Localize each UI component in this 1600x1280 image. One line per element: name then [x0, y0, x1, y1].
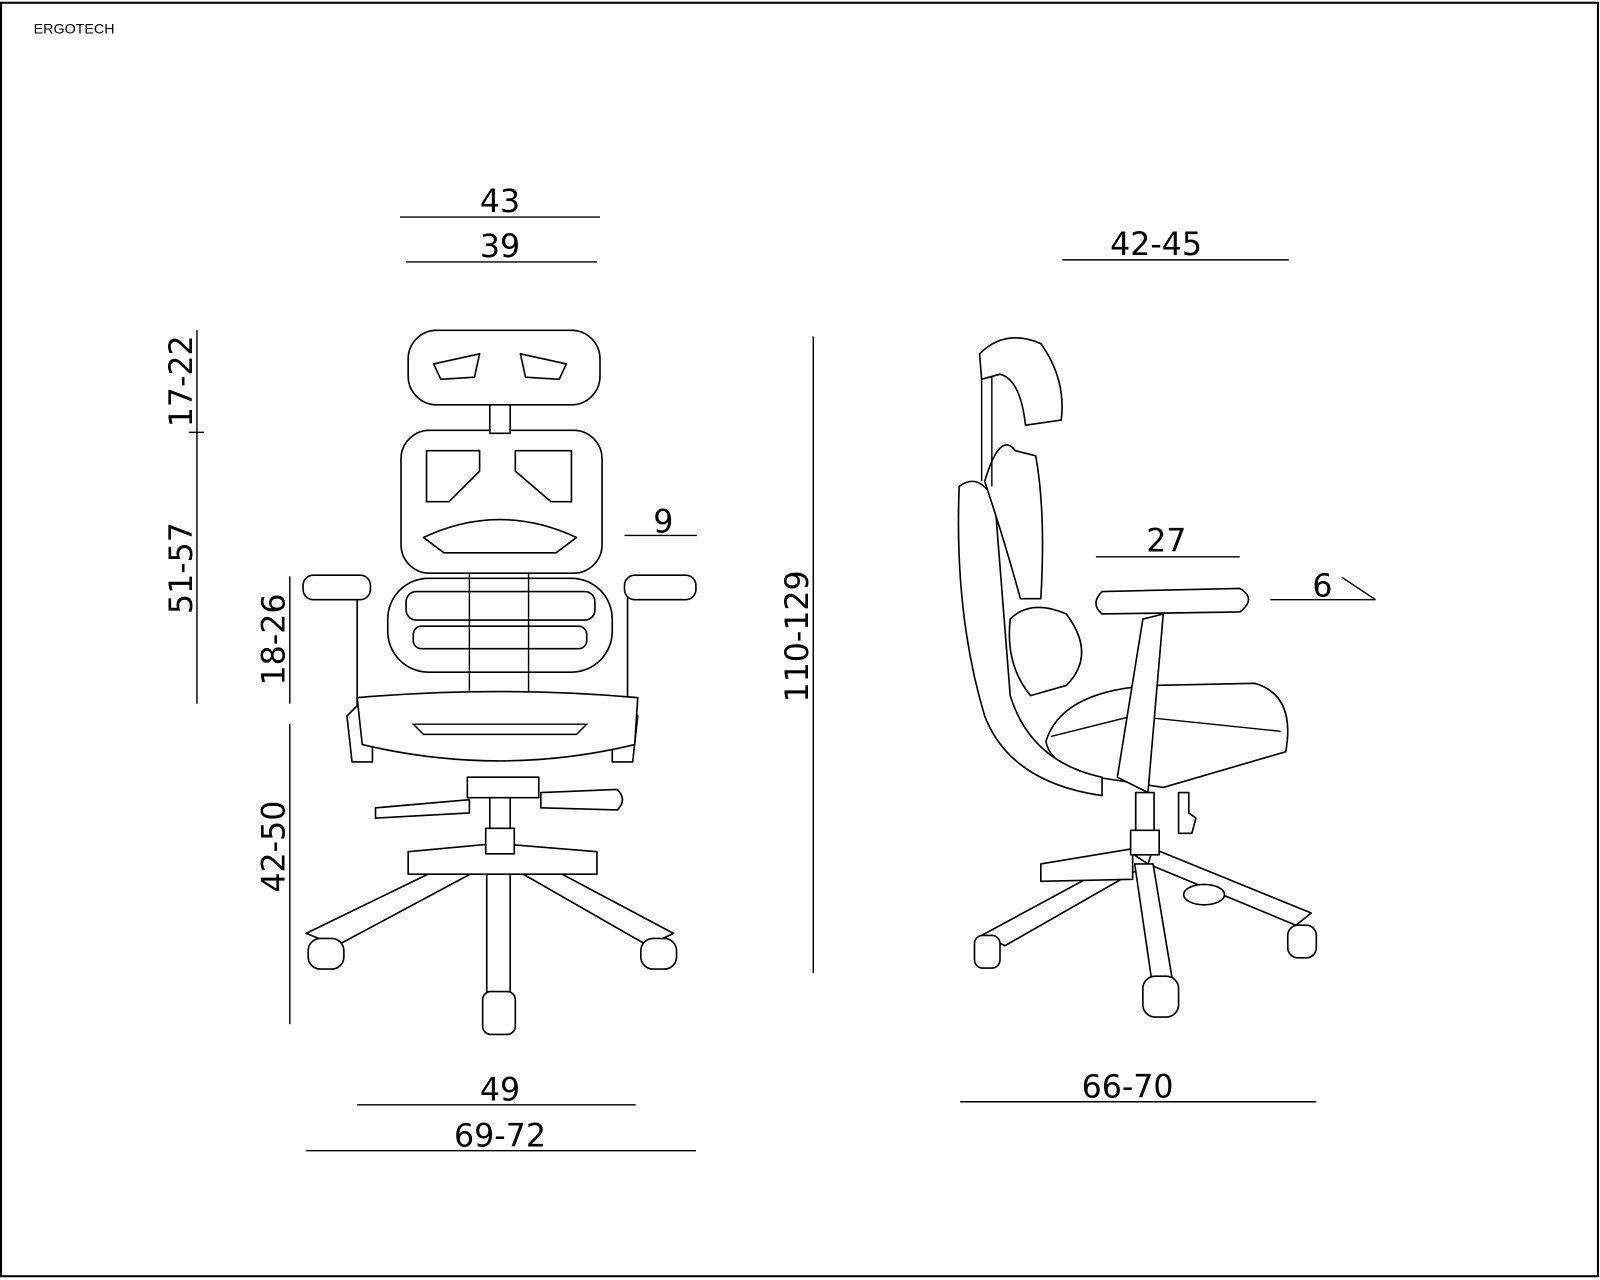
dim-tilt-angle: 6 — [1312, 569, 1332, 605]
brand-label: ERGOTECH — [34, 21, 115, 37]
dim-backrest-width: 39 — [480, 229, 520, 265]
dim-seat-width: 49 — [480, 1073, 520, 1109]
dim-line-tilt-angle — [1341, 576, 1376, 601]
chair-side-view — [957, 337, 1318, 1018]
dim-total-height: 110-129 — [780, 570, 816, 702]
chair-front-view — [302, 329, 697, 1036]
dim-armrest-length: 27 — [1146, 524, 1186, 560]
dim-total-depth: 66-70 — [1082, 1070, 1174, 1106]
dim-base-width: 69-72 — [454, 1119, 546, 1155]
dim-seat-depth: 42-45 — [1110, 227, 1202, 263]
dim-armrest-width: 9 — [653, 504, 673, 540]
dim-backrest-height: 51-57 — [164, 522, 200, 614]
front-view-dimensions: 43 39 17-22 51-57 18-26 42-50 9 49 69-72 — [164, 184, 697, 1155]
dim-headrest-height: 17-22 — [164, 335, 200, 427]
dim-armrest-height: 18-26 — [257, 594, 293, 686]
side-view-dimensions: 42-45 110-129 27 6 66-70 — [780, 227, 1376, 1106]
dim-seat-height: 42-50 — [257, 801, 293, 893]
dim-headrest-width: 43 — [480, 184, 520, 220]
